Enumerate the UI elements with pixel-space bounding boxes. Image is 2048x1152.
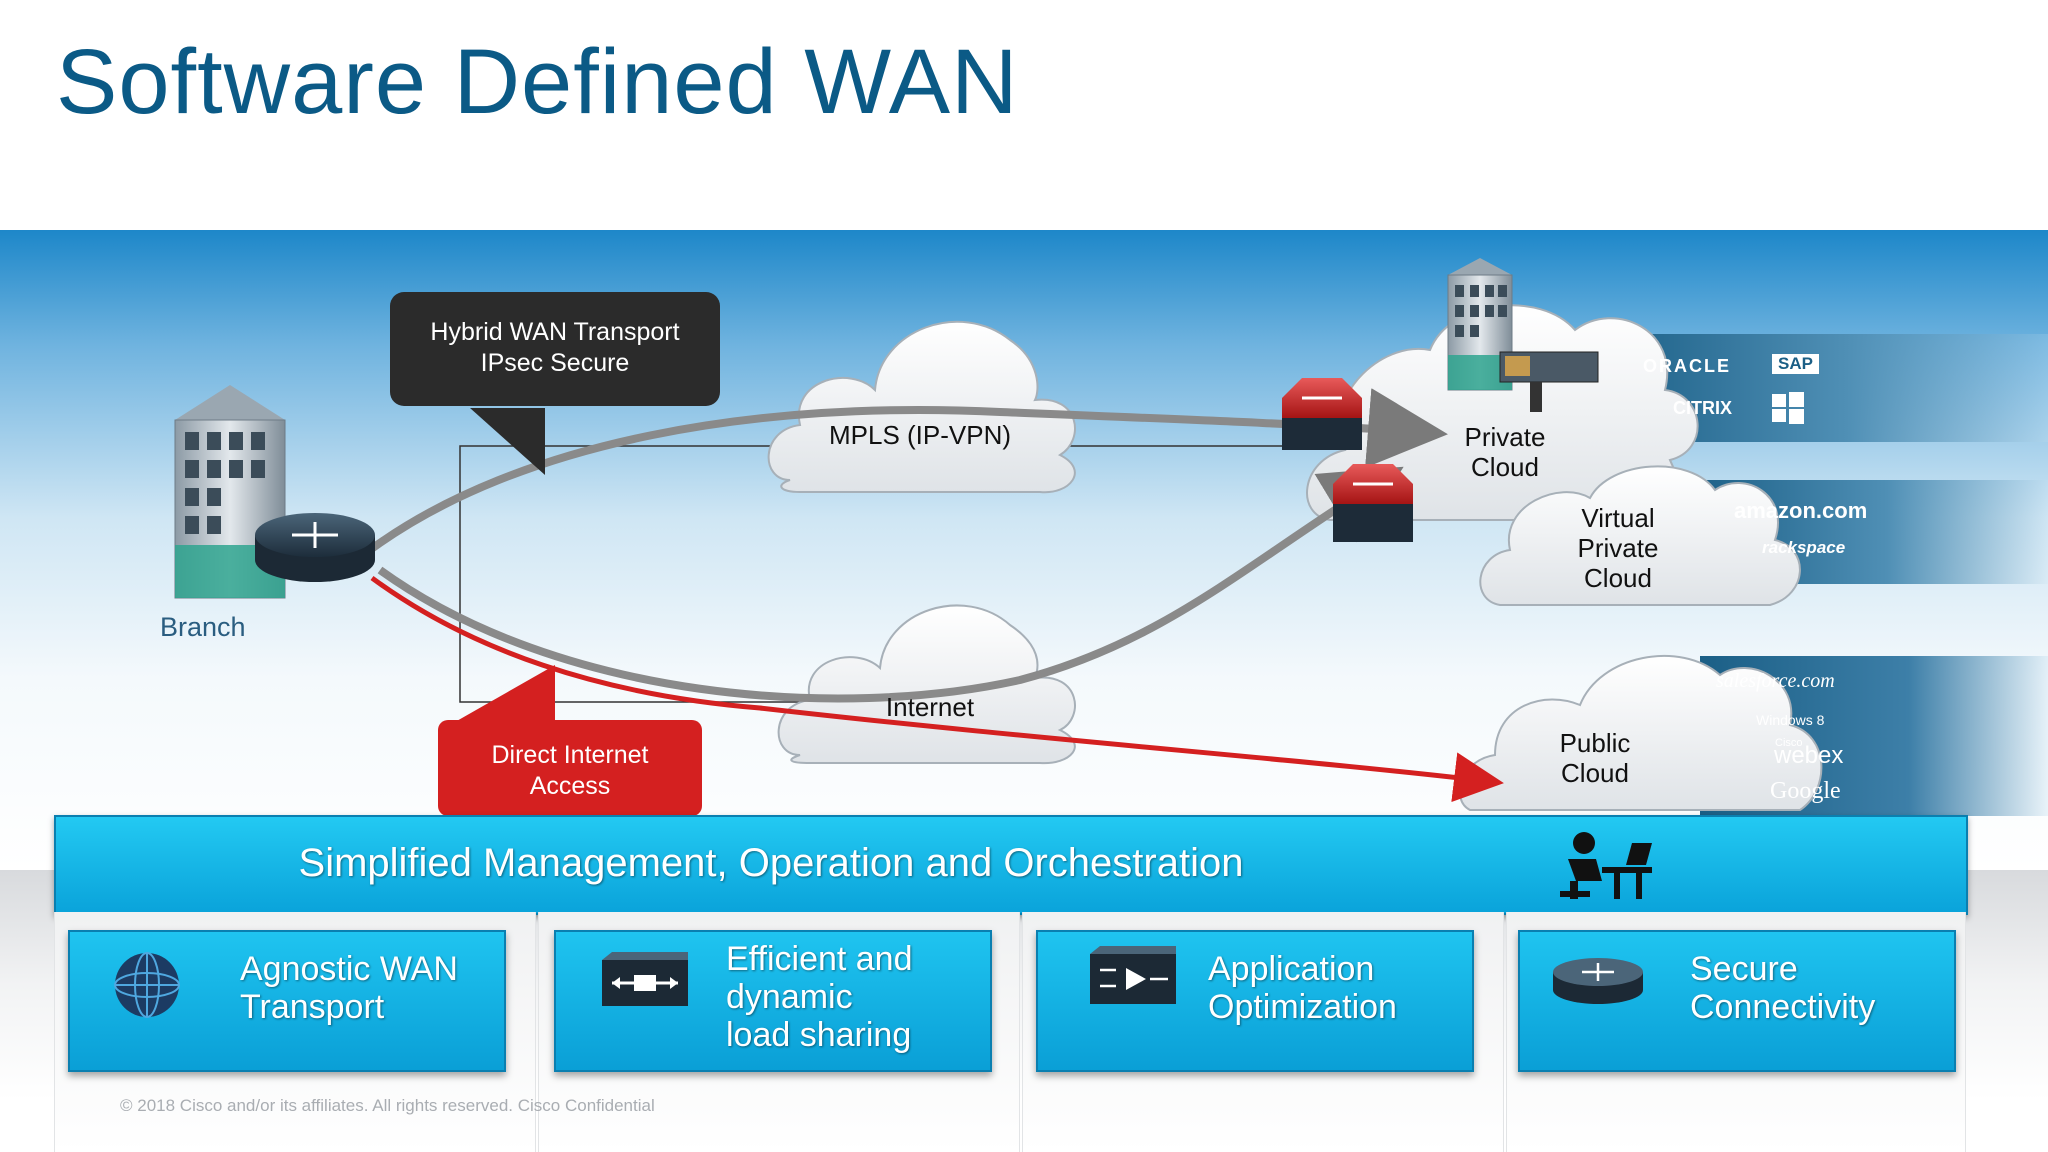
salesforce-logo: salesforce.com: [1716, 670, 1835, 692]
webex-logo: webex: [1774, 742, 1844, 769]
oracle-logo: ORACLE: [1643, 356, 1731, 376]
direct-internet-callout: Direct Internet Access: [438, 720, 702, 816]
feature-label-line: Transport: [240, 988, 385, 1026]
internet-path: [377, 466, 1404, 703]
edge-router-private-icon: [1282, 378, 1362, 450]
feature-label-line: load sharing: [726, 1016, 912, 1054]
management-bar: Simplified Management, Operation and Orc…: [54, 815, 1968, 915]
branch-label: Branch: [160, 612, 246, 642]
copyright-footer: © 2018 Cisco and/or its affiliates. All …: [120, 1096, 655, 1115]
sap-logo: SAP: [1772, 354, 1819, 374]
feature-load-sharing-label: Efficient and dynamic load sharing: [726, 940, 913, 1054]
direct-internet-path: [370, 575, 1504, 803]
feature-secure-connectivity-label: Secure Connectivity: [1690, 950, 1875, 1026]
hybrid-callout-line2: IPsec Secure: [480, 349, 630, 377]
windows8-logo: Windows 8: [1756, 712, 1825, 728]
hybrid-callout-line1: Hybrid WAN Transport: [430, 318, 680, 346]
mpls-label: MPLS (IP-VPN): [828, 420, 1012, 450]
virtual-cloud-line1: Virtual: [1581, 503, 1655, 533]
slide-title: Software Defined WAN: [56, 31, 1019, 133]
feature-agnostic-wan: Agnostic WAN Transport: [68, 930, 506, 1072]
private-cloud-label: Private Cloud: [1440, 422, 1570, 482]
virtual-private-cloud-label: Virtual Private Cloud: [1560, 503, 1676, 593]
google-logo: Google: [1770, 778, 1841, 804]
dia-callout-tail: [455, 665, 555, 722]
citrix-logo: CITRIX: [1673, 398, 1733, 418]
feature-agnostic-wan-label: Agnostic WAN Transport: [240, 950, 458, 1026]
feature-label-line: dynamic: [726, 978, 853, 1016]
feature-label-line: Optimization: [1208, 988, 1397, 1026]
cisco-small-label: Cisco: [1775, 737, 1803, 749]
internet-label: Internet: [885, 692, 975, 722]
feature-load-sharing: Efficient and dynamic load sharing: [554, 930, 992, 1072]
waas-icon: [1088, 946, 1178, 1011]
feature-label-line: Connectivity: [1690, 988, 1876, 1026]
rackspace-logo: rackspace: [1762, 538, 1846, 557]
private-cloud-line2: Cloud: [1471, 452, 1539, 482]
feature-app-optimization: Application Optimization: [1036, 930, 1474, 1072]
operator-workstation-icon: [1556, 829, 1656, 906]
amazon-logo: amazon.com: [1734, 498, 1868, 523]
dia-callout-line1: Direct Internet: [491, 741, 649, 769]
internet-cloud: [777, 604, 1076, 765]
windows-logo-icon: [1772, 392, 1804, 424]
feature-secure-connectivity: Secure Connectivity: [1518, 930, 1956, 1072]
branch-router-icon: [255, 513, 375, 582]
virtual-cloud-line3: Cloud: [1584, 563, 1652, 593]
dia-callout-line2: Access: [529, 772, 611, 800]
load-balancer-icon: [600, 952, 690, 1013]
public-cloud-line1: Public: [1559, 728, 1631, 758]
public-cloud-label: Public Cloud: [1540, 728, 1650, 788]
management-bar-label: Simplified Management, Operation and Orc…: [298, 841, 1244, 885]
datacenter-building-icon: [1447, 258, 1599, 412]
feature-label-line: Secure: [1690, 950, 1798, 988]
globe-icon: [112, 950, 182, 1025]
private-cloud-line1: Private: [1464, 422, 1546, 452]
edge-router-virtual-icon: [1333, 464, 1413, 542]
feature-label-line: Application: [1208, 950, 1375, 988]
hybrid-wan-callout: Hybrid WAN Transport IPsec Secure: [390, 292, 720, 406]
feature-label-line: Agnostic WAN: [240, 950, 458, 988]
virtual-private-cloud: [1479, 465, 1801, 606]
public-cloud-line2: Cloud: [1561, 758, 1629, 788]
virtual-cloud-line2: Private: [1577, 533, 1659, 563]
feature-label-line: Efficient and: [726, 940, 913, 978]
hybrid-callout-tail: [470, 408, 545, 475]
feature-app-optimization-label: Application Optimization: [1208, 950, 1397, 1026]
router-icon: [1550, 952, 1646, 1013]
